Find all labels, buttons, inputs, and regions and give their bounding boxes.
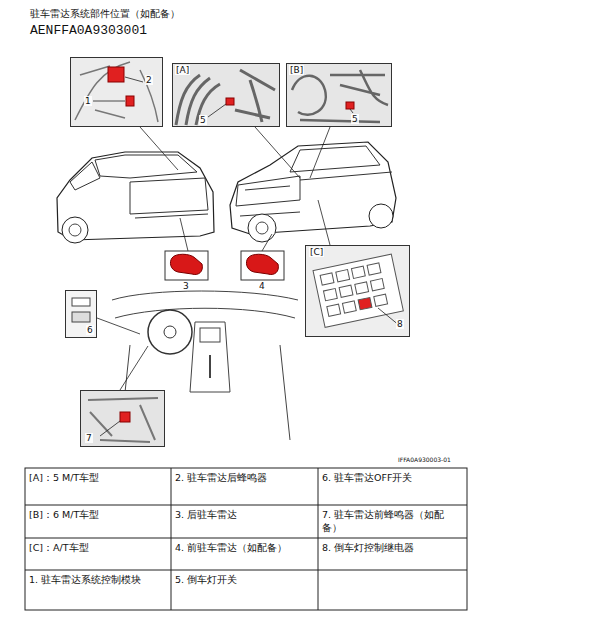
- inset-frame: 12: [70, 57, 163, 127]
- switch-button: [72, 298, 90, 306]
- inset-frame: [B] 5: [286, 63, 392, 127]
- inset-photo: [172, 63, 280, 127]
- hose-lines: [176, 70, 275, 125]
- inset-photo: [80, 390, 165, 447]
- view-label: [C]: [309, 247, 324, 257]
- leader-line: [208, 104, 226, 117]
- table-cell: 3. 后驻车雷达: [175, 509, 315, 522]
- callout-number: 6: [86, 325, 94, 335]
- inset-photo: [70, 57, 163, 127]
- table-cell: 7. 驻车雷达前蜂鸣器（如配备）: [322, 509, 462, 535]
- table-cell: 2. 驻车雷达后蜂鸣器: [175, 472, 315, 485]
- callout-number: 5: [351, 114, 359, 124]
- inset-photo: [286, 63, 392, 127]
- inset-photo: [305, 245, 410, 337]
- sensor-frame: [241, 251, 284, 280]
- callout-number: 8: [396, 319, 404, 329]
- legend-table: [25, 468, 467, 610]
- leader-line: [93, 101, 125, 102]
- callout-number: 1: [84, 96, 92, 106]
- callout-number: 3: [183, 281, 189, 291]
- leader-line: [100, 421, 120, 436]
- wheel: [69, 224, 81, 236]
- leader-line: [97, 318, 140, 334]
- sensor-frame: [165, 251, 208, 280]
- leader-line: [125, 77, 143, 82]
- document-code: AENFFA0A9303001: [30, 24, 147, 39]
- steering-wheel: [164, 326, 176, 338]
- leader-line: [350, 109, 353, 113]
- switch-part: [346, 102, 354, 109]
- callout-number: 5: [199, 115, 207, 125]
- console-screen: [200, 328, 220, 342]
- view-label: [A]: [175, 65, 190, 75]
- rear-car-body: [57, 152, 214, 240]
- steering-wheel: [148, 310, 192, 354]
- inset-frame: [C] 8: [305, 245, 410, 337]
- fuse-box: [313, 254, 403, 327]
- table-cell: [C]：A/T车型: [29, 542, 169, 555]
- table-cell: 1. 驻车雷达系统控制模块: [29, 574, 169, 587]
- table-cell: 5. 倒车灯开关: [175, 574, 315, 587]
- figure-id: IFFA0A930003-01: [398, 457, 451, 464]
- wheel: [248, 214, 276, 242]
- switch-part: [226, 98, 234, 105]
- rear-sensor: [170, 254, 202, 274]
- wheel: [256, 222, 268, 234]
- inset-frame: [A] 5: [172, 63, 280, 127]
- front-sensor: [246, 254, 278, 274]
- inset-photo: [65, 290, 97, 338]
- wheel: [369, 204, 393, 228]
- buzzer-part: [108, 67, 124, 82]
- wheel: [62, 217, 88, 243]
- table-cell: 8. 倒车灯控制继电器: [322, 542, 462, 555]
- inset-frame: 7: [80, 390, 165, 447]
- trim-lines: [75, 62, 158, 122]
- callout-number: 2: [145, 75, 153, 85]
- buzzer-part: [120, 412, 130, 422]
- view-label: [B]: [289, 65, 304, 75]
- leader-line: [140, 127, 330, 251]
- callout-number: 7: [85, 433, 93, 443]
- module-part: [126, 96, 134, 106]
- panel-lines: [88, 398, 158, 442]
- engine-lines: [292, 70, 388, 122]
- leader-line: [120, 346, 148, 390]
- switch-button: [72, 312, 90, 322]
- inset-frame: 6: [65, 290, 97, 338]
- callout-number: 4: [259, 281, 265, 291]
- gear-lever: [209, 355, 211, 378]
- table-cell: [B]：6 M/T车型: [29, 509, 169, 522]
- front-car-lines: [236, 146, 392, 216]
- table-cell: 6. 驻车雷达OFF开关: [322, 472, 462, 485]
- table-cell: 4. 前驻车雷达（如配备）: [175, 542, 315, 555]
- rear-car-lines: [70, 155, 208, 218]
- page-title: 驻车雷达系统部件位置（如配备）: [30, 8, 180, 20]
- table-cell: [A]：5 M/T车型: [29, 472, 169, 485]
